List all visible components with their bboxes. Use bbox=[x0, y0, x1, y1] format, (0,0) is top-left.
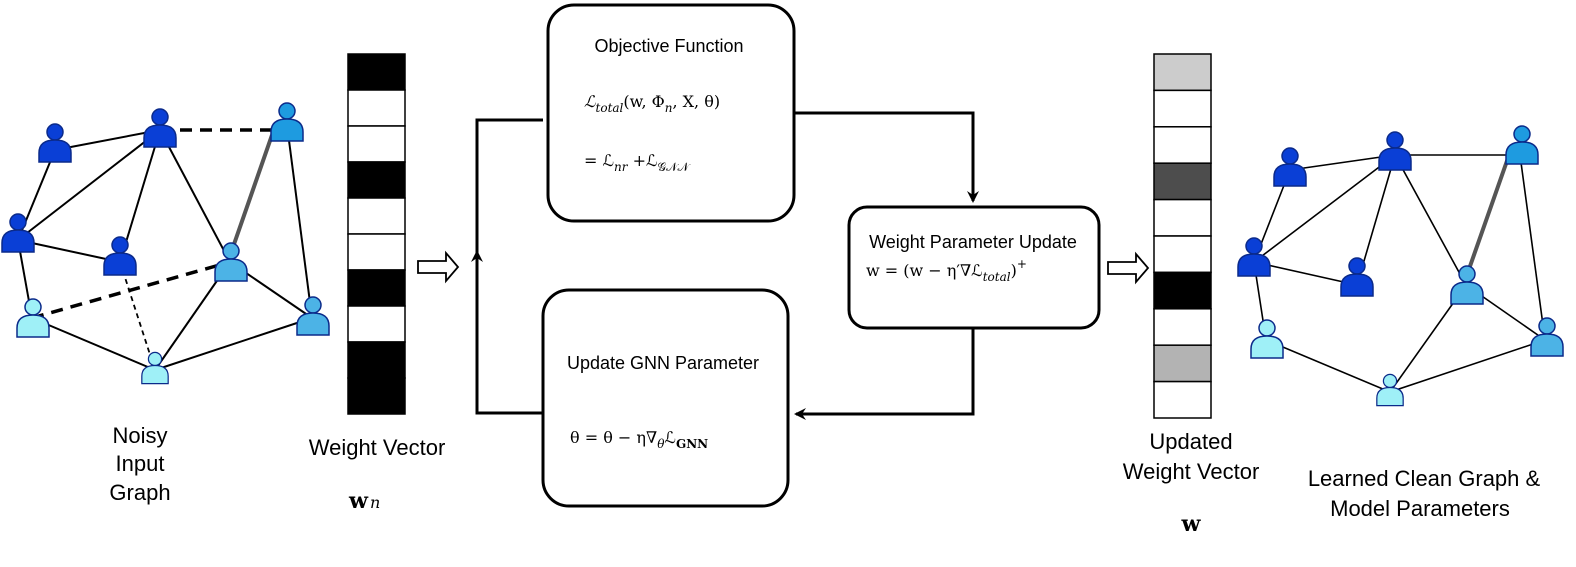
updated-vector-label-line2: Weight Vector bbox=[1123, 459, 1260, 484]
updated-weight-vector-cell bbox=[1153, 126, 1212, 164]
weight-vector-cell bbox=[347, 125, 406, 163]
loop-to-objective-line bbox=[475, 118, 543, 252]
updated-vector-label-line1: Updated bbox=[1149, 429, 1232, 454]
updated-weight-vector-cell bbox=[1153, 53, 1212, 92]
weight-update-title: Weight Parameter Update bbox=[869, 232, 1077, 252]
noisy-label-line1: Noisy bbox=[112, 423, 167, 448]
flow-connectors bbox=[471, 111, 979, 420]
gnn-update-title: Update GNN Parameter bbox=[567, 353, 759, 373]
flow-arrow-icon bbox=[417, 250, 460, 284]
weight-to-gnn-arrow bbox=[794, 328, 975, 420]
updated-weight-vector-bar bbox=[1153, 53, 1212, 419]
user-node-icon bbox=[214, 242, 248, 282]
objective-formula-line1: ℒtotal(w, Φn, X, θ) bbox=[584, 92, 720, 115]
noisy-input-graph bbox=[1, 102, 330, 385]
user-node-icon bbox=[1273, 147, 1307, 187]
flow-arrow-icon bbox=[1107, 251, 1150, 285]
objective-formula-line2: = ℒnr +ℒ𝒢𝒩𝒩 bbox=[584, 151, 692, 174]
noisy-graph-edges bbox=[17, 124, 313, 371]
user-node-icon bbox=[103, 236, 137, 276]
user-node-icon bbox=[296, 296, 330, 336]
weight-vector-subscript: n bbox=[370, 493, 380, 512]
clean-graph-nodes bbox=[1237, 125, 1564, 407]
clean-graph-label-line2: Model Parameters bbox=[1330, 496, 1510, 521]
weight-vector-cell bbox=[347, 341, 406, 379]
noisy-label-line3: Graph bbox=[109, 480, 170, 505]
user-node-icon bbox=[1378, 131, 1412, 171]
weight-vector-bar bbox=[347, 53, 406, 415]
user-node-icon bbox=[1340, 257, 1374, 297]
updated-weight-vector-cell bbox=[1153, 344, 1212, 383]
weight-vector-cell bbox=[347, 377, 406, 415]
weight-vector-cell bbox=[347, 161, 406, 199]
weight-vector-cell bbox=[347, 197, 406, 235]
weight-update-formula: w = (w − η′∇ℒtotal)+ bbox=[866, 257, 1027, 284]
updated-weight-vector-cell bbox=[1153, 308, 1212, 346]
user-node-icon bbox=[1450, 265, 1484, 305]
weight-vector-label: Weight Vector bbox=[309, 435, 446, 460]
weight-vector-cell bbox=[347, 233, 406, 271]
user-node-icon bbox=[1, 213, 35, 253]
clean-graph-edges bbox=[1253, 154, 1546, 393]
gnn-update-box bbox=[541, 288, 790, 508]
weight-vector-cell bbox=[347, 53, 406, 91]
weight-vector-symbol: w bbox=[348, 488, 369, 514]
updated-weight-vector-cell bbox=[1153, 162, 1212, 201]
user-node-icon bbox=[38, 123, 72, 163]
updated-weight-vector-cell bbox=[1153, 380, 1212, 419]
noisy-graph-nodes bbox=[1, 102, 330, 385]
objective-to-weight-arrow bbox=[794, 111, 979, 203]
gnn-update-formula: θ = θ − η∇θℒGNN bbox=[570, 428, 708, 451]
weight-vector-cell bbox=[347, 269, 406, 307]
updated-weight-vector-cell bbox=[1153, 89, 1212, 128]
user-node-icon bbox=[1250, 319, 1284, 359]
user-node-icon bbox=[143, 108, 177, 148]
clean-graph-label-line1: Learned Clean Graph & bbox=[1308, 466, 1541, 491]
gnn-loop-arrow bbox=[471, 250, 543, 415]
user-node-icon bbox=[1505, 125, 1539, 165]
updated-weight-vector-cell bbox=[1153, 235, 1212, 274]
user-node-icon bbox=[16, 298, 50, 338]
updated-weight-vector-cell bbox=[1153, 198, 1212, 237]
user-node-icon bbox=[1237, 237, 1271, 277]
user-node-icon bbox=[270, 102, 304, 142]
noisy-label-line2: Input bbox=[116, 451, 165, 476]
user-node-icon bbox=[1530, 317, 1564, 357]
objective-function-title: Objective Function bbox=[594, 36, 743, 56]
learned-clean-graph bbox=[1237, 125, 1564, 407]
updated-weight-vector-cell bbox=[1153, 271, 1212, 310]
weight-vector-cell bbox=[347, 305, 406, 343]
weight-vector-cell bbox=[347, 89, 406, 127]
updated-vector-symbol: w bbox=[1181, 511, 1202, 537]
